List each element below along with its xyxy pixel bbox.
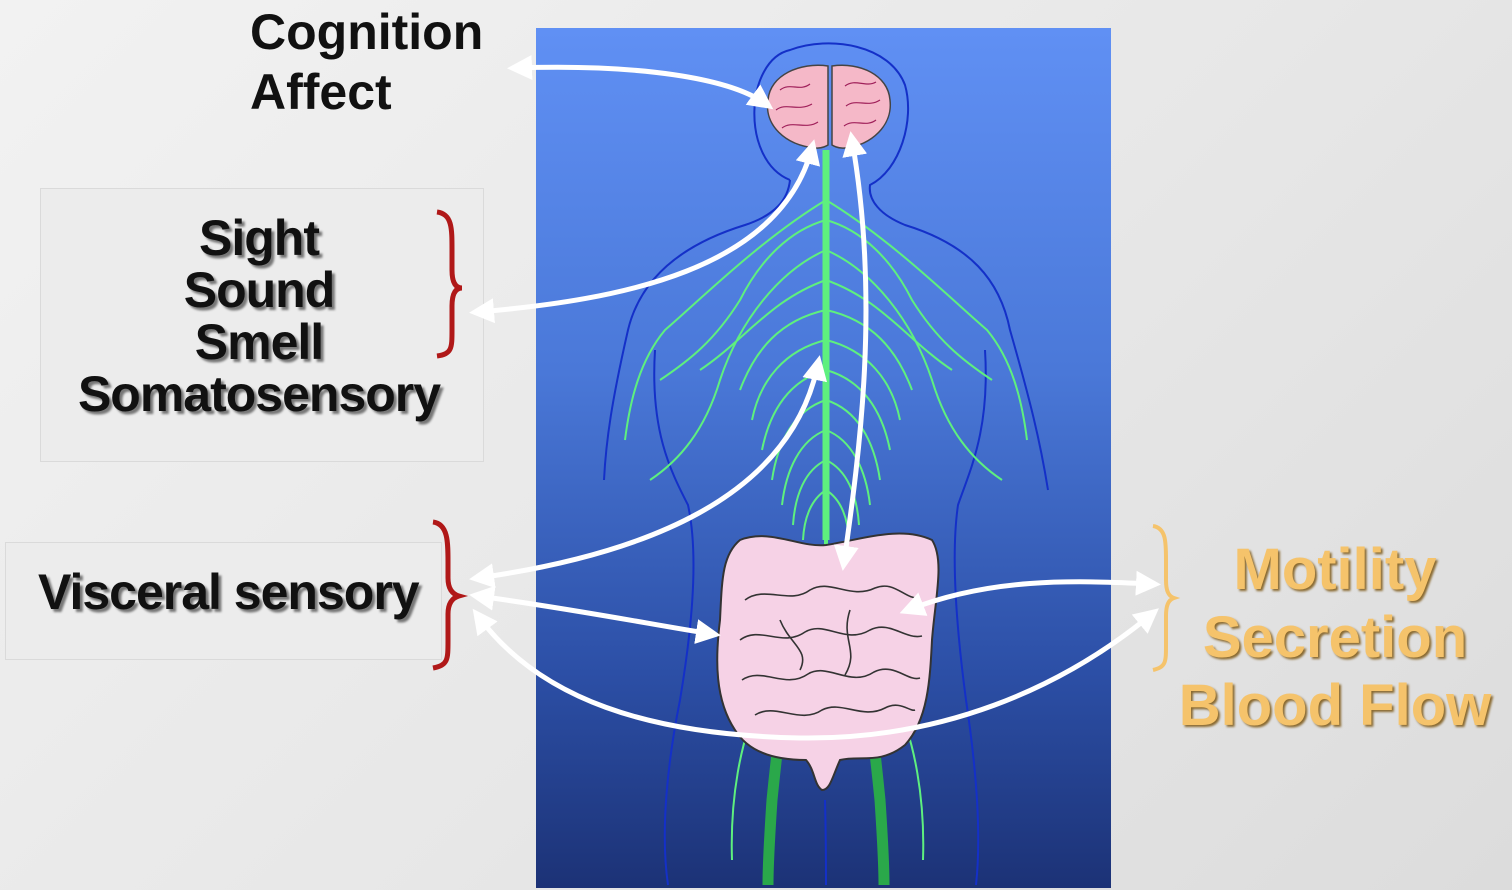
visceral-bracket [433, 522, 459, 668]
motor-bracket [1153, 526, 1174, 670]
cognition-brain-arrow [516, 67, 766, 104]
brain-icon [768, 65, 891, 148]
senses-brain-arrow [478, 148, 812, 312]
gut-motor-arrow [908, 582, 1152, 610]
senses-bracket [437, 212, 462, 356]
visceral-gut-arrow [478, 596, 712, 634]
intestine-icon [717, 534, 938, 790]
